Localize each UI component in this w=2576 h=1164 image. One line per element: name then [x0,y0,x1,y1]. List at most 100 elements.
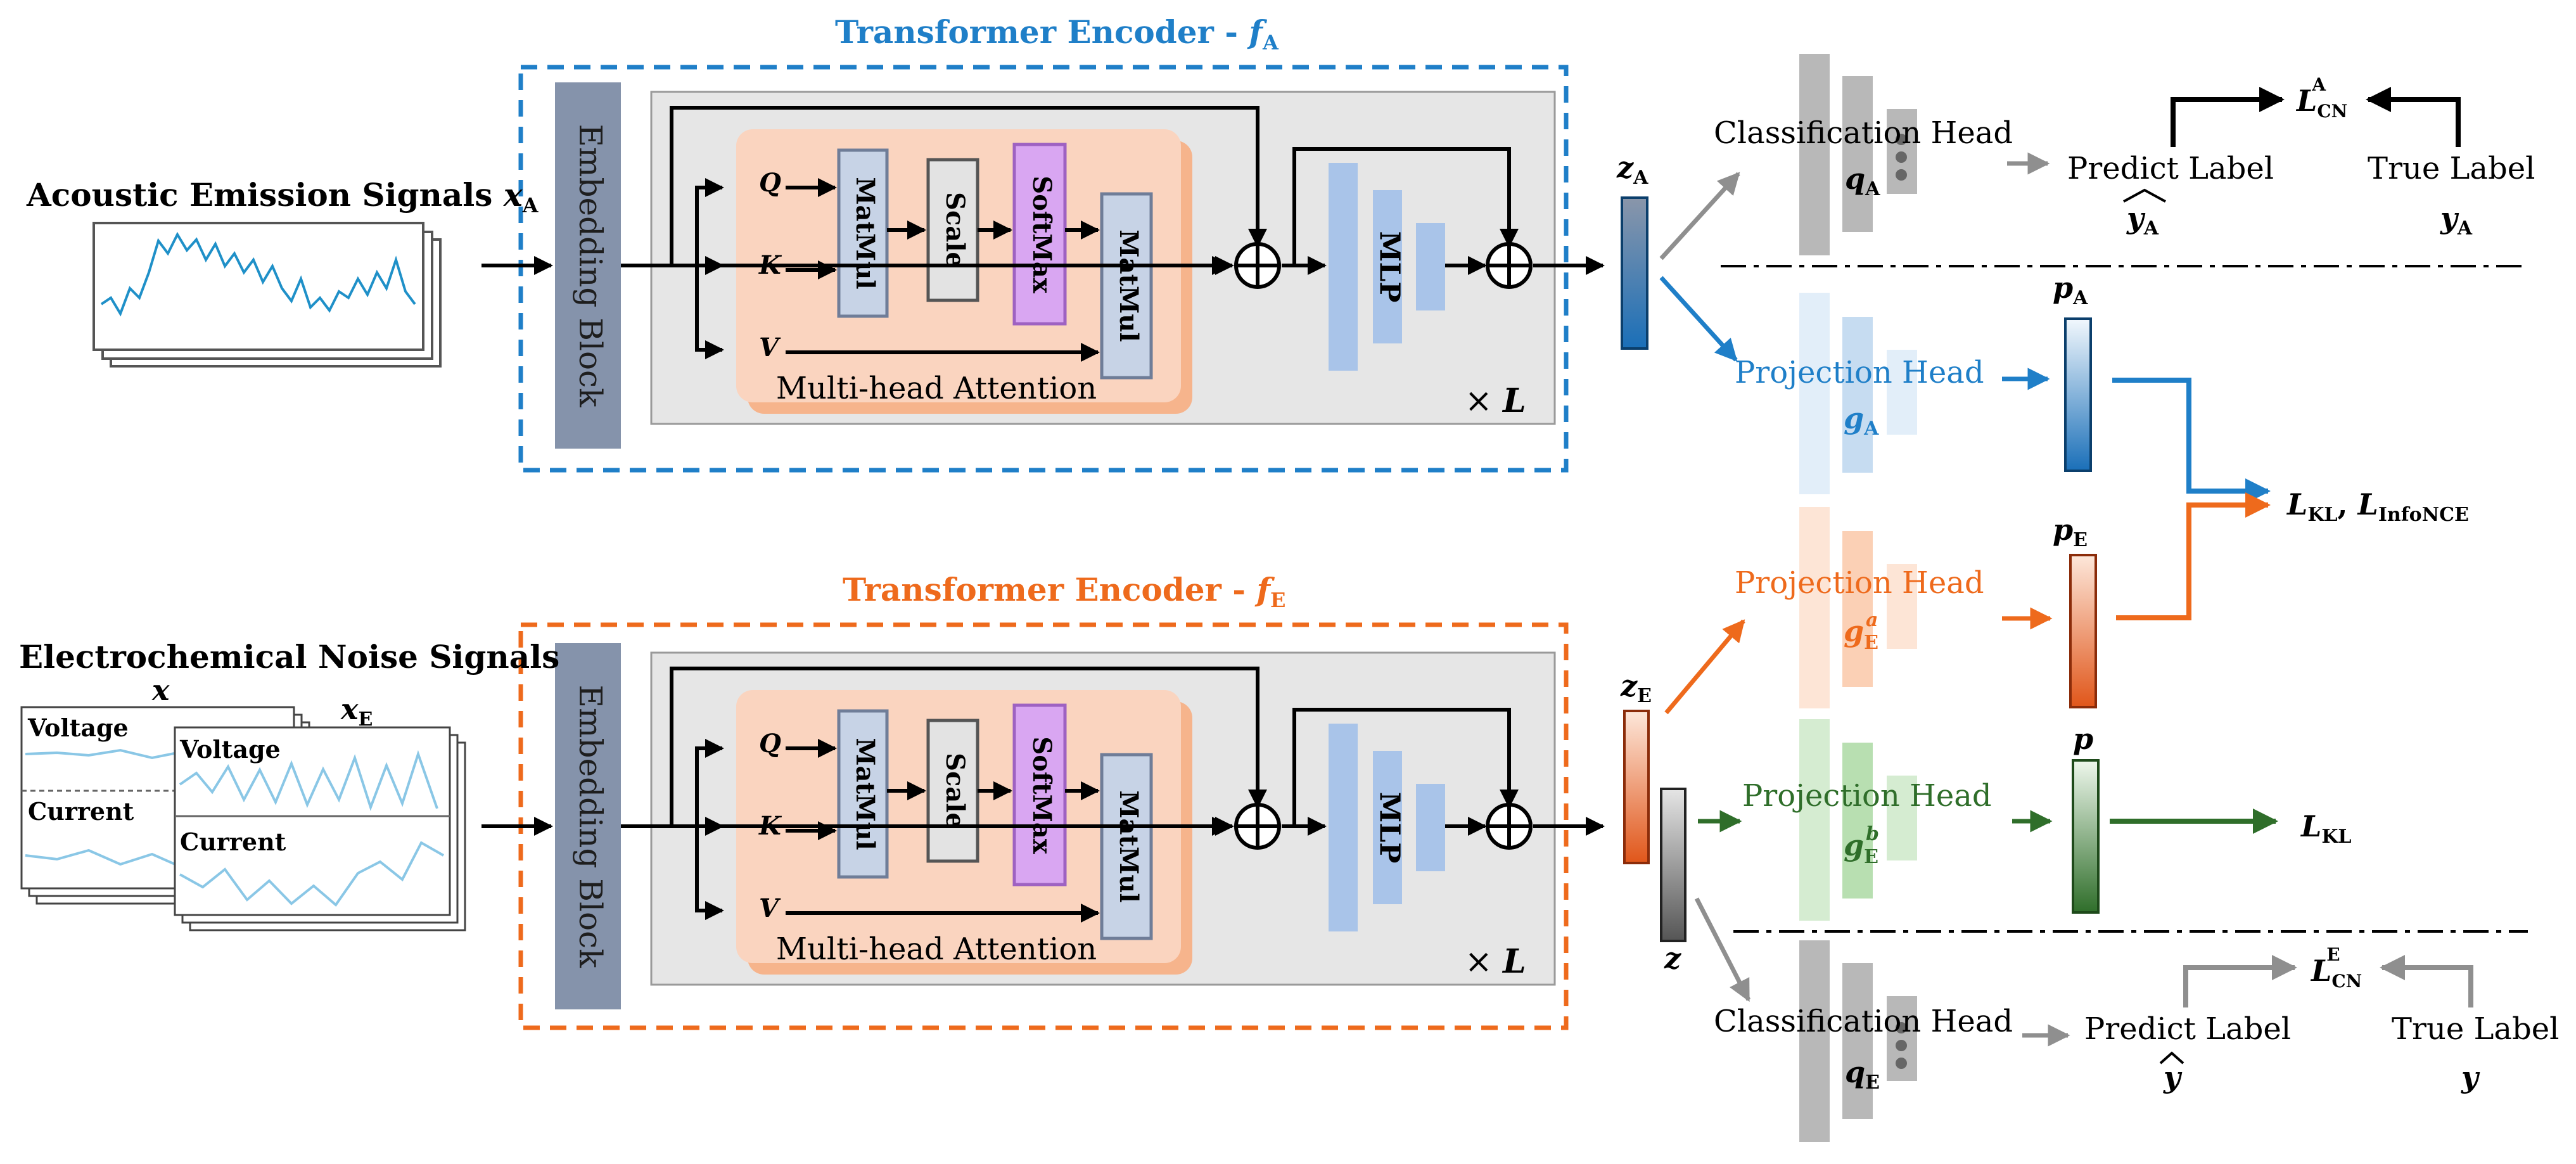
mlp-a-bar-3 [1416,223,1445,310]
predict-label-a: Predict Label [2067,151,2274,186]
arrow-ze-proj [1664,619,1745,715]
softmax-e [1012,703,1067,886]
mlp-a-label: MLP [1374,231,1406,303]
class-a-bar-1 [1799,54,1830,255]
outputs-a: Predict Label True Label yA yA LCNA [2067,74,2535,240]
ga-label: gA [1844,401,1879,440]
proj-a-bar-1 [1799,293,1830,494]
arrow-za-proj [1659,276,1738,362]
y-a-label: yA [2440,201,2473,240]
mlp-e-label: MLP [1374,792,1406,864]
arrow-pe-loss [2116,492,2271,620]
residual-e-2 [1292,708,1519,826]
mlp-e-bar-1 [1329,724,1358,931]
residual-a-2 [1292,147,1519,265]
za-vector [1621,196,1648,350]
q-a-label: Q [759,168,781,198]
proj-ea-label: Projection Head [1735,565,1984,601]
lcn-e-label: LCNE [2310,944,2362,992]
voltage-label-xe: Voltage [179,735,281,764]
electrochemical-input: Electrochemical Noise Signals x xE Volta… [19,638,559,931]
encoder-a: Transformer Encoder - fA Embedding Block… [481,13,1605,473]
attention-e-label: Multi-head Attention [776,931,1097,967]
arrow-z-class-e [1694,897,1751,1002]
mlp-a-bar-2 [1373,190,1402,343]
class-e-bar-2 [1842,963,1873,1119]
class-a-label: Classification Head [1714,115,2013,151]
embeddings: zA zE z [1616,150,1687,975]
matmul-e-1-label: MatMul [850,738,880,850]
za-label: zA [1616,150,1648,189]
add-circle-a-2 [1486,242,1533,289]
proj-ea-bar-1 [1799,507,1830,708]
yhat-label: y [2163,1060,2183,1094]
mlp-e-bar-2 [1373,751,1402,904]
arrow-true-lcn-a [2366,87,2461,147]
current-wave-xe [179,841,444,907]
electro-xe-sheet-1 [174,726,451,916]
pa-vector [2064,317,2092,472]
classification-head-e: Classification Head qE [1714,940,2013,1142]
acoustic-input: Acoustic Emission Signals xA [26,176,539,368]
current-label-x: Current [28,797,134,826]
yhat-a-label: yA [2126,201,2159,240]
matmul-a-1-label: MatMul [850,177,880,289]
pe-vector [2069,554,2097,708]
pa-label: pA [2053,271,2088,309]
matmul-a-2 [1100,192,1153,380]
classification-head-a: Classification Head qA [1714,54,2013,255]
p-label: p [2073,722,2093,756]
current-label-xe: Current [180,828,286,856]
proj-a-bar-2 [1842,317,1873,473]
q-e-label: Q [759,729,781,758]
encoder-e-title: Transformer Encoder - fE [843,571,1285,612]
branch-v-a [695,265,724,359]
softmax-e-label: SoftMax [1027,736,1057,854]
arrow-predict-lcn-e [2183,955,2297,1007]
branch-q-a [695,178,724,265]
hat-a-mark [2123,188,2166,203]
class-e-bar-1 [1799,940,1830,1142]
encoder-e: Transformer Encoder - fE Embedding Block… [481,571,1605,1030]
embedding-block-a-label: Embedding Block [572,124,609,407]
arrow-za-class [1659,172,1740,260]
lkl-label: LKL [2300,809,2352,848]
matmul-e-2-label: MatMul [1114,790,1144,902]
signal-waveform-icon [100,231,416,317]
softmax-a-label: SoftMax [1027,176,1057,293]
predict-label-e: Predict Label [2084,1011,2291,1047]
scale-e [926,719,979,863]
scale-a-label: Scale [940,192,970,268]
ze-label: zE [1620,668,1652,707]
acoustic-sheet-1 [92,222,424,351]
mlp-e-bar-3 [1416,784,1445,871]
proj-ea-bar-2 [1842,531,1873,687]
ze-vector [1623,710,1650,864]
residual-e-1 [670,667,1267,826]
add-circle-a-1 [1234,242,1281,289]
pe-label: pE [2053,513,2088,551]
arrow-pa-loss [2112,378,2271,504]
qe-label: qE [1845,1055,1880,1094]
mlp-a-bar-1 [1329,163,1358,371]
electro-xe-label: xE [340,692,373,731]
voltage-wave-xe [179,750,438,812]
softmax-a [1012,143,1067,326]
projection-head-a: Projection Head gA [1735,293,1984,494]
proj-a-bar-3 [1887,350,1917,435]
scale-e-label: Scale [940,753,970,829]
voltage-label-x: Voltage [27,713,129,742]
matmul-a-1 [837,148,889,318]
proj-a-label: Projection Head [1735,355,1984,390]
proj-ea-bar-3 [1887,564,1917,649]
embedding-block-a [555,82,621,449]
proj-eb-bar-2 [1842,743,1873,899]
hat-e-mark [2159,1051,2184,1065]
add-circle-e-1 [1234,803,1281,850]
electro-input-label: Electrochemical Noise Signals [19,638,559,675]
proj-eb-bar-1 [1799,719,1830,921]
lkl-infonce-label: LKL, LInfoNCE [2286,487,2469,526]
qa-label: qA [1845,162,1880,200]
encoder-a-title: Transformer Encoder - fA [835,13,1279,54]
